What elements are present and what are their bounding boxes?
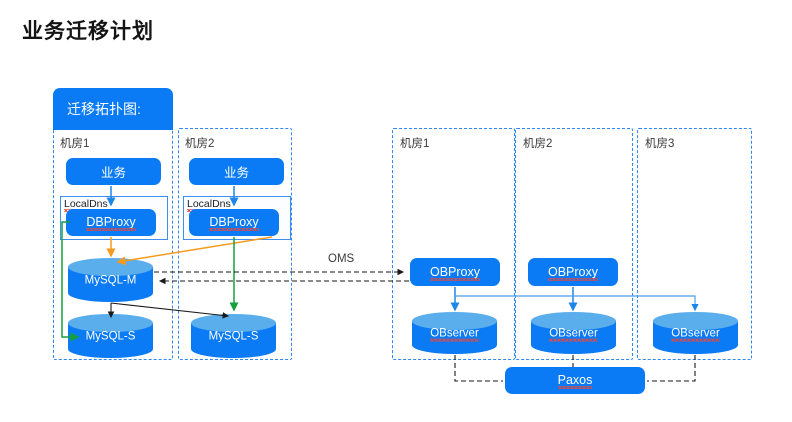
source-room-2-dbproxy-label: DBProxy (209, 215, 259, 231)
paxos-label: Paxos (557, 373, 593, 389)
source-room-1-dbproxy-box: DBProxy (66, 209, 156, 236)
target-room-2-label: 机房2 (523, 138, 553, 150)
source-room-1-dbproxy-label: DBProxy (86, 215, 136, 231)
target-room-3-observer-label: OBserver (671, 327, 720, 342)
source-room-1-mysql-slave-label: MySQL-S (85, 330, 136, 343)
cylinder-top (68, 258, 153, 276)
oms-label: OMS (328, 253, 355, 265)
target-room-1-obproxy-box: OBProxy (410, 258, 500, 286)
target-room-2-obproxy-label: OBProxy (547, 264, 599, 281)
target-room-1-container (392, 128, 515, 360)
target-room-3-label: 机房3 (645, 138, 675, 150)
cylinder-top (191, 314, 276, 332)
target-room-1-observer-label: OBserver (430, 327, 479, 342)
target-room-2-container (515, 128, 633, 360)
target-room-3-observer: OBserver (653, 312, 738, 354)
cylinder-top (412, 312, 497, 330)
cylinder-top (68, 314, 153, 332)
source-room-1-mysql-master-label: MySQL-M (84, 274, 137, 287)
target-room-1-obproxy-label: OBProxy (429, 264, 481, 281)
source-room-1-mysql-master: MySQL-M (68, 258, 153, 302)
source-room-2-app-box: 业务 (189, 158, 284, 185)
source-room-1-mysql-slave: MySQL-S (68, 314, 153, 358)
cylinder-top (531, 312, 616, 330)
source-room-2-mysql-slave-label: MySQL-S (208, 330, 259, 343)
target-room-2-observer-label: OBserver (549, 327, 598, 342)
topology-tag: 迁移拓扑图: (53, 88, 173, 130)
target-room-2-observer: OBserver (531, 312, 616, 354)
source-room-1-app-label: 业务 (100, 166, 126, 180)
source-room-1-app-box: 业务 (66, 158, 161, 185)
source-room-2-dbproxy-box: DBProxy (189, 209, 279, 236)
target-room-1-label: 机房1 (400, 138, 430, 150)
source-room-2-mysql-slave: MySQL-S (191, 314, 276, 358)
source-room-2-app-label: 业务 (223, 166, 249, 180)
source-room-2-label: 机房2 (185, 138, 215, 150)
cylinder-top (653, 312, 738, 330)
target-room-1-observer: OBserver (412, 312, 497, 354)
target-room-2-obproxy-box: OBProxy (528, 258, 618, 286)
source-room-1-label: 机房1 (60, 138, 90, 150)
paxos-box: Paxos (505, 367, 645, 394)
page-title: 业务迁移计划 (22, 20, 154, 43)
